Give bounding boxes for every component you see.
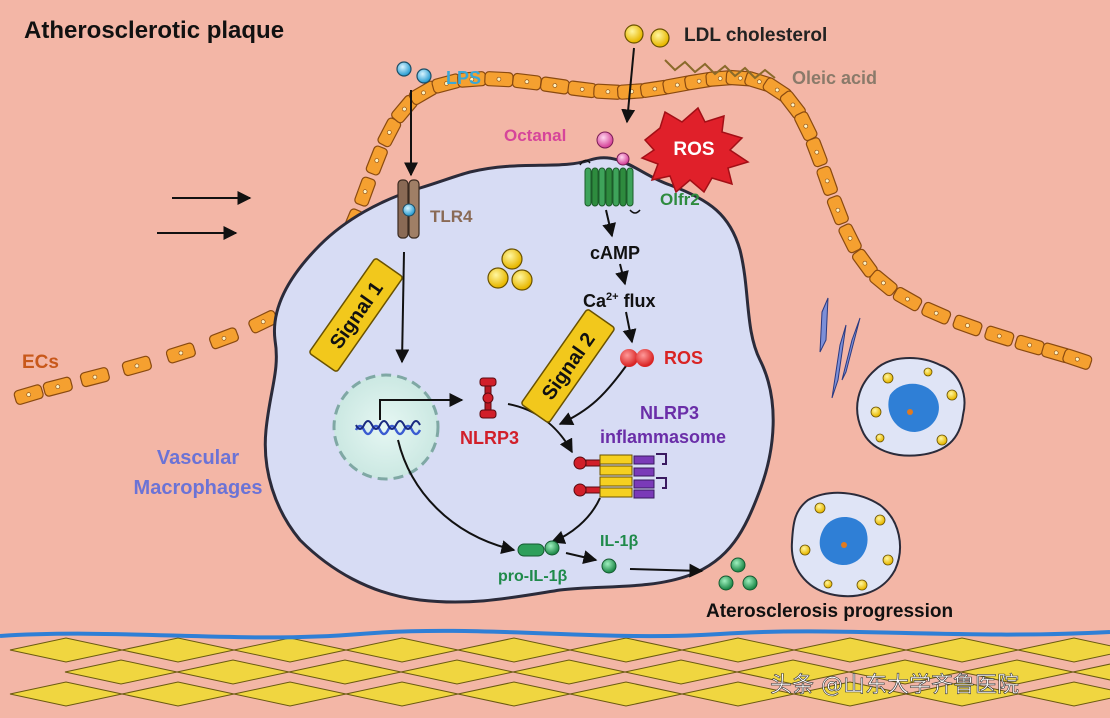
endothelial-cell <box>121 355 152 377</box>
ros-arrow <box>558 365 627 426</box>
pro-il1b-arrow <box>397 439 516 554</box>
inflammasome-label-line2: inflammasome <box>600 427 726 447</box>
inflammasome-label-line1: NLRP3 <box>640 403 699 423</box>
pro-il1b-molecule-icon <box>517 540 560 557</box>
endothelial-cell <box>1014 334 1045 356</box>
endothelial-cell <box>826 195 849 226</box>
endothelial-cell <box>984 325 1015 347</box>
endothelial-cell <box>816 165 838 196</box>
ros-burst-label: ROS <box>673 139 714 160</box>
oleic-acid-chain-icon <box>664 59 776 80</box>
endothelial-cell <box>869 269 898 297</box>
octanal-particles-icon <box>596 131 630 166</box>
lps-label: LPS <box>446 68 481 88</box>
foam-cell-icon <box>790 491 901 598</box>
endothelial-cell <box>13 384 44 405</box>
endothelial-cell <box>567 80 598 99</box>
ca-arrow <box>622 311 637 344</box>
endothelial-cell <box>165 342 196 364</box>
il1b-cluster-icon <box>718 557 758 591</box>
endothelial-cell <box>42 376 73 397</box>
tlr4-label: TLR4 <box>430 207 473 226</box>
nucleus-icon <box>332 373 440 481</box>
endothelial-cell <box>208 327 240 350</box>
ldl-label: LDL cholesterol <box>684 25 827 46</box>
tlr4-arrow <box>395 251 410 364</box>
smooth-muscle-cell <box>1072 663 1110 681</box>
foam-cell-icon <box>856 357 966 457</box>
pro-il1b-label: pro-IL-1β <box>498 568 568 585</box>
ros-label: ROS <box>664 348 703 368</box>
olfr2-label: Olfr2 <box>660 190 700 209</box>
endothelial-cell <box>1062 348 1093 370</box>
transcription-arrow <box>379 393 464 420</box>
endothelial-cell <box>838 223 862 254</box>
cleavage-arrow <box>550 497 601 544</box>
smooth-muscle-layer <box>0 628 1110 707</box>
watermark: 头条 @山东大学齐鲁医院 <box>770 673 1019 698</box>
ros-burst-icon <box>640 106 750 194</box>
smooth-muscle-cell <box>1017 681 1110 707</box>
il1b-arrow <box>565 550 598 564</box>
diagram-title: Atherosclerotic plaque <box>24 17 284 44</box>
progression-arrow <box>629 563 704 578</box>
arrows <box>157 47 704 578</box>
ca-flux-label: Ca2+ flux <box>583 291 656 311</box>
olfr2-receptor-icon <box>579 159 641 214</box>
endothelial-cell <box>952 314 983 337</box>
ecs-label: ECs <box>22 352 59 373</box>
nlrp3-monomer-icon <box>479 377 497 419</box>
endothelial-cell <box>79 367 110 388</box>
ldl-particles-icon <box>624 24 670 48</box>
cholesterol-crystals-icon <box>819 297 861 399</box>
smooth-muscle-cell <box>1017 637 1110 663</box>
olfr2-arrow <box>602 209 616 238</box>
tlr4-receptor-icon <box>397 179 420 239</box>
il1b-molecule-icon <box>601 558 617 574</box>
lps-particles-icon <box>396 61 432 84</box>
camp-label: cAMP <box>590 243 640 263</box>
endothelial-cell <box>365 145 388 176</box>
endothelial-cell <box>921 301 952 325</box>
dna-strand-icon <box>355 420 421 430</box>
inflammasome-complex-icon <box>573 453 667 499</box>
ros-dots-icon <box>620 349 654 367</box>
vessel-line <box>0 628 1110 640</box>
oleic-acid-label: Oleic acid <box>792 68 877 88</box>
endothelial-cell <box>354 176 376 207</box>
ldl-cluster-icon <box>487 248 533 291</box>
camp-arrow <box>615 263 629 286</box>
endothelial-cell <box>805 137 828 168</box>
ldl-arrow <box>621 47 636 124</box>
endothelial-cell <box>484 71 514 88</box>
endothelial-cell <box>892 286 923 312</box>
il1b-label: IL-1β <box>600 533 638 550</box>
endothelial-cell <box>512 72 542 91</box>
progression-label: Aterosclerosis progression <box>706 601 953 622</box>
dna-strand-icon <box>354 424 422 436</box>
macrophages-label: Macrophages <box>134 477 263 499</box>
vascular-label: Vascular <box>157 447 240 469</box>
octanal-label: Octanal <box>504 126 566 145</box>
nlrp3-label: NLRP3 <box>460 428 519 448</box>
